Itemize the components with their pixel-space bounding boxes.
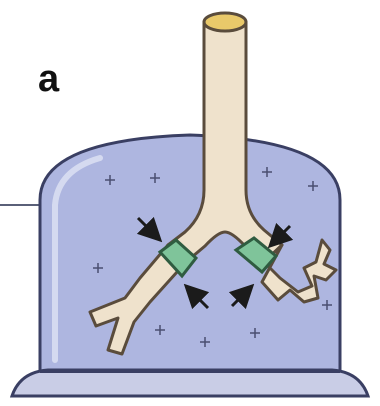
- trachea-opening: [204, 13, 246, 31]
- base-plate: [12, 370, 368, 396]
